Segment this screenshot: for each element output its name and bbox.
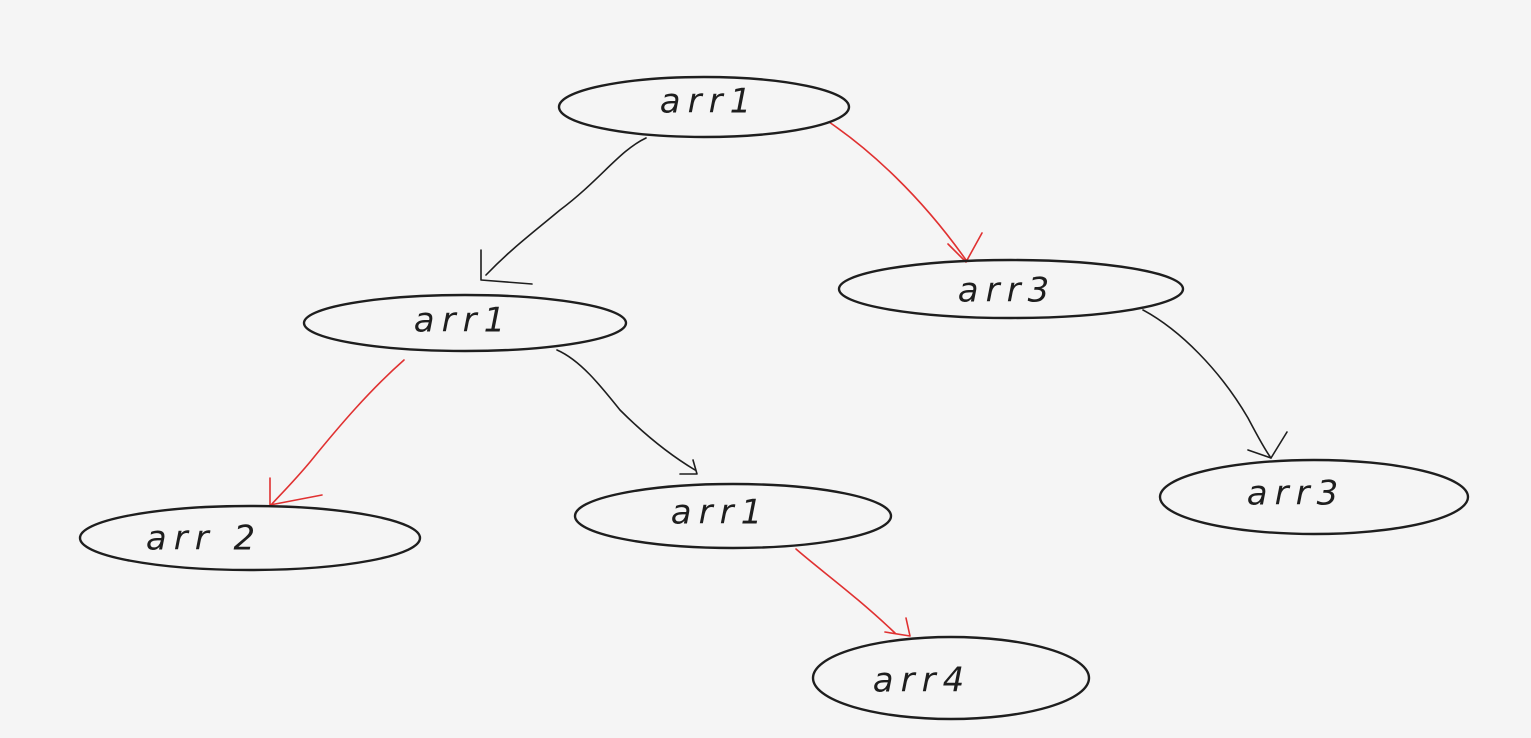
- node-rr-ellipse: [1158, 458, 1470, 536]
- edge-lr-lrr: [795, 548, 911, 637]
- node-left-label: arr1: [414, 301, 512, 341]
- node-lrr[interactable]: arr4: [811, 635, 1091, 721]
- edge-root-right: [828, 121, 983, 263]
- edges: [269, 121, 1288, 637]
- node-lrr-ellipse: [811, 635, 1091, 721]
- node-lr[interactable]: arr1: [573, 482, 893, 550]
- node-rr[interactable]: arr3: [1158, 458, 1470, 536]
- node-rr-label: arr3: [1247, 474, 1345, 514]
- node-root-label: arr1: [660, 82, 758, 122]
- node-right-ellipse: [837, 258, 1185, 320]
- node-lrr-label: arr4: [873, 661, 971, 701]
- node-right[interactable]: arr3: [837, 258, 1185, 320]
- node-root-ellipse: [557, 75, 851, 139]
- node-right-label: arr3: [958, 271, 1056, 311]
- node-ll[interactable]: arr 2: [78, 504, 422, 572]
- node-lr-label: arr1: [671, 493, 769, 533]
- edge-left-ll: [269, 359, 405, 506]
- edge-right-rr: [1142, 309, 1288, 459]
- node-lr-ellipse: [573, 482, 893, 550]
- node-left[interactable]: arr1: [302, 293, 628, 353]
- edge-root-left: [480, 137, 647, 285]
- edge-left-lr: [556, 349, 698, 475]
- node-root[interactable]: arr1: [557, 75, 851, 139]
- node-ll-label: arr 2: [146, 519, 262, 559]
- node-left-ellipse: [302, 293, 628, 353]
- node-ll-ellipse: [78, 504, 422, 572]
- nodes: arr1 arr1 arr3 arr 2 arr1 arr3 arr4: [78, 75, 1470, 721]
